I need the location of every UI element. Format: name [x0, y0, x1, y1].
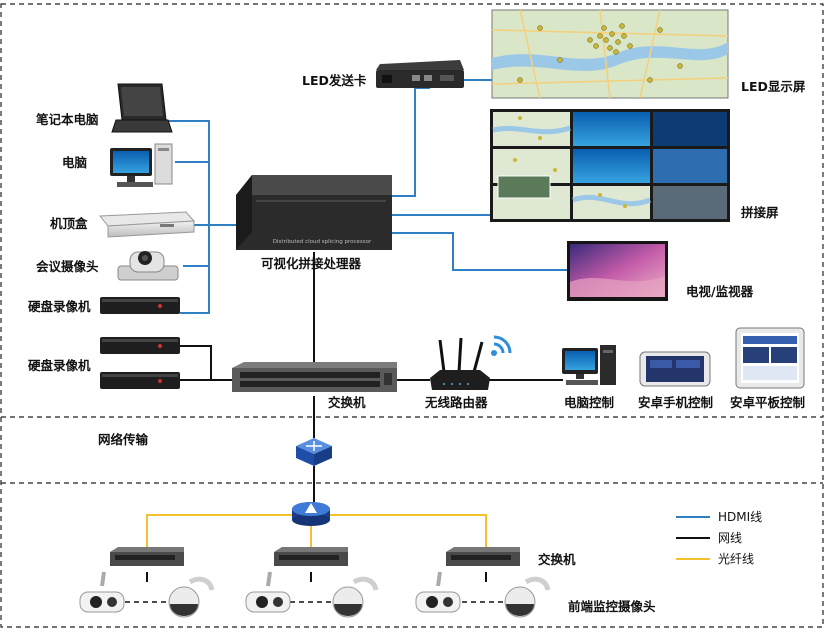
- android-tablet-icon: [735, 327, 805, 389]
- nvr-icon-2: [100, 337, 180, 354]
- legend-ethernet-label: 网线: [718, 531, 743, 545]
- label-front-cameras: 前端监控摄像头: [568, 599, 656, 614]
- ethernet-lines: [146, 252, 563, 582]
- core-router-icon: [296, 438, 332, 466]
- dome-camera-icon-1: [168, 576, 215, 618]
- bullet-camera-icon-1: [79, 571, 125, 613]
- bullet-camera-icon-2: [245, 571, 291, 613]
- front-switch-icon-3: [446, 547, 520, 566]
- control-pc-icon: [562, 345, 616, 385]
- label-pc-control: 电脑控制: [564, 395, 615, 410]
- set-top-box-icon: [98, 211, 196, 238]
- splicing-processor-icon: Distributed cloud splicing processor: [236, 175, 392, 250]
- nvr-icon-1: [100, 297, 180, 314]
- bullet-camera-icon-3: [415, 571, 461, 613]
- processor-plate-text: Distributed cloud splicing processor: [273, 239, 372, 245]
- label-laptop: 笔记本电脑: [36, 112, 99, 127]
- label-nvr-2: 硬盘录像机: [28, 358, 91, 373]
- label-network: 网络传输: [98, 432, 149, 447]
- aggregation-router-icon: [292, 502, 330, 526]
- tv-monitor-icon: [567, 241, 668, 301]
- led-display-icon: [491, 9, 729, 99]
- wireless-router-icon: [430, 337, 490, 390]
- label-front-switch: 交换机: [538, 552, 576, 567]
- android-phone-icon: [639, 351, 711, 387]
- label-set-top-box: 机顶盒: [50, 216, 88, 231]
- label-tablet-control: 安卓平板控制: [730, 395, 806, 410]
- legend-fiber-label: 光纤线: [718, 552, 755, 566]
- desktop-pc-icon: [110, 143, 173, 187]
- label-led-display: LED显示屏: [741, 79, 806, 94]
- section-frames: [0, 3, 824, 628]
- label-pc: 电脑: [62, 155, 88, 170]
- nvr-icon-3: [100, 372, 180, 389]
- legend-lines: [676, 516, 710, 560]
- front-switch-icon-2: [274, 547, 348, 566]
- wifi-icon: [491, 335, 512, 356]
- dome-camera-icon-2: [332, 576, 379, 618]
- label-led-sending-card: LED发送卡: [302, 73, 367, 88]
- label-router: 无线路由器: [425, 395, 488, 410]
- label-processor: 可视化拼接处理器: [261, 256, 362, 271]
- legend-hdmi-label: HDMI线: [718, 510, 763, 524]
- led-sending-card-icon: [376, 60, 464, 88]
- dome-camera-icon-3: [504, 576, 551, 618]
- hdmi-lines: [168, 79, 567, 314]
- laptop-icon: [111, 83, 173, 133]
- conference-camera-icon: [117, 251, 179, 281]
- label-tv-monitor: 电视/监视器: [686, 284, 754, 299]
- label-main-switch: 交换机: [328, 395, 366, 410]
- label-phone-control: 安卓手机控制: [638, 395, 714, 410]
- main-switch-icon: [232, 362, 397, 392]
- label-splicing-screen: 拼接屏: [741, 205, 779, 220]
- front-switch-icon-1: [110, 547, 184, 566]
- splicing-screen-icon: [490, 109, 730, 222]
- label-nvr-1: 硬盘录像机: [28, 299, 91, 314]
- label-conference-camera: 会议摄像头: [36, 259, 99, 274]
